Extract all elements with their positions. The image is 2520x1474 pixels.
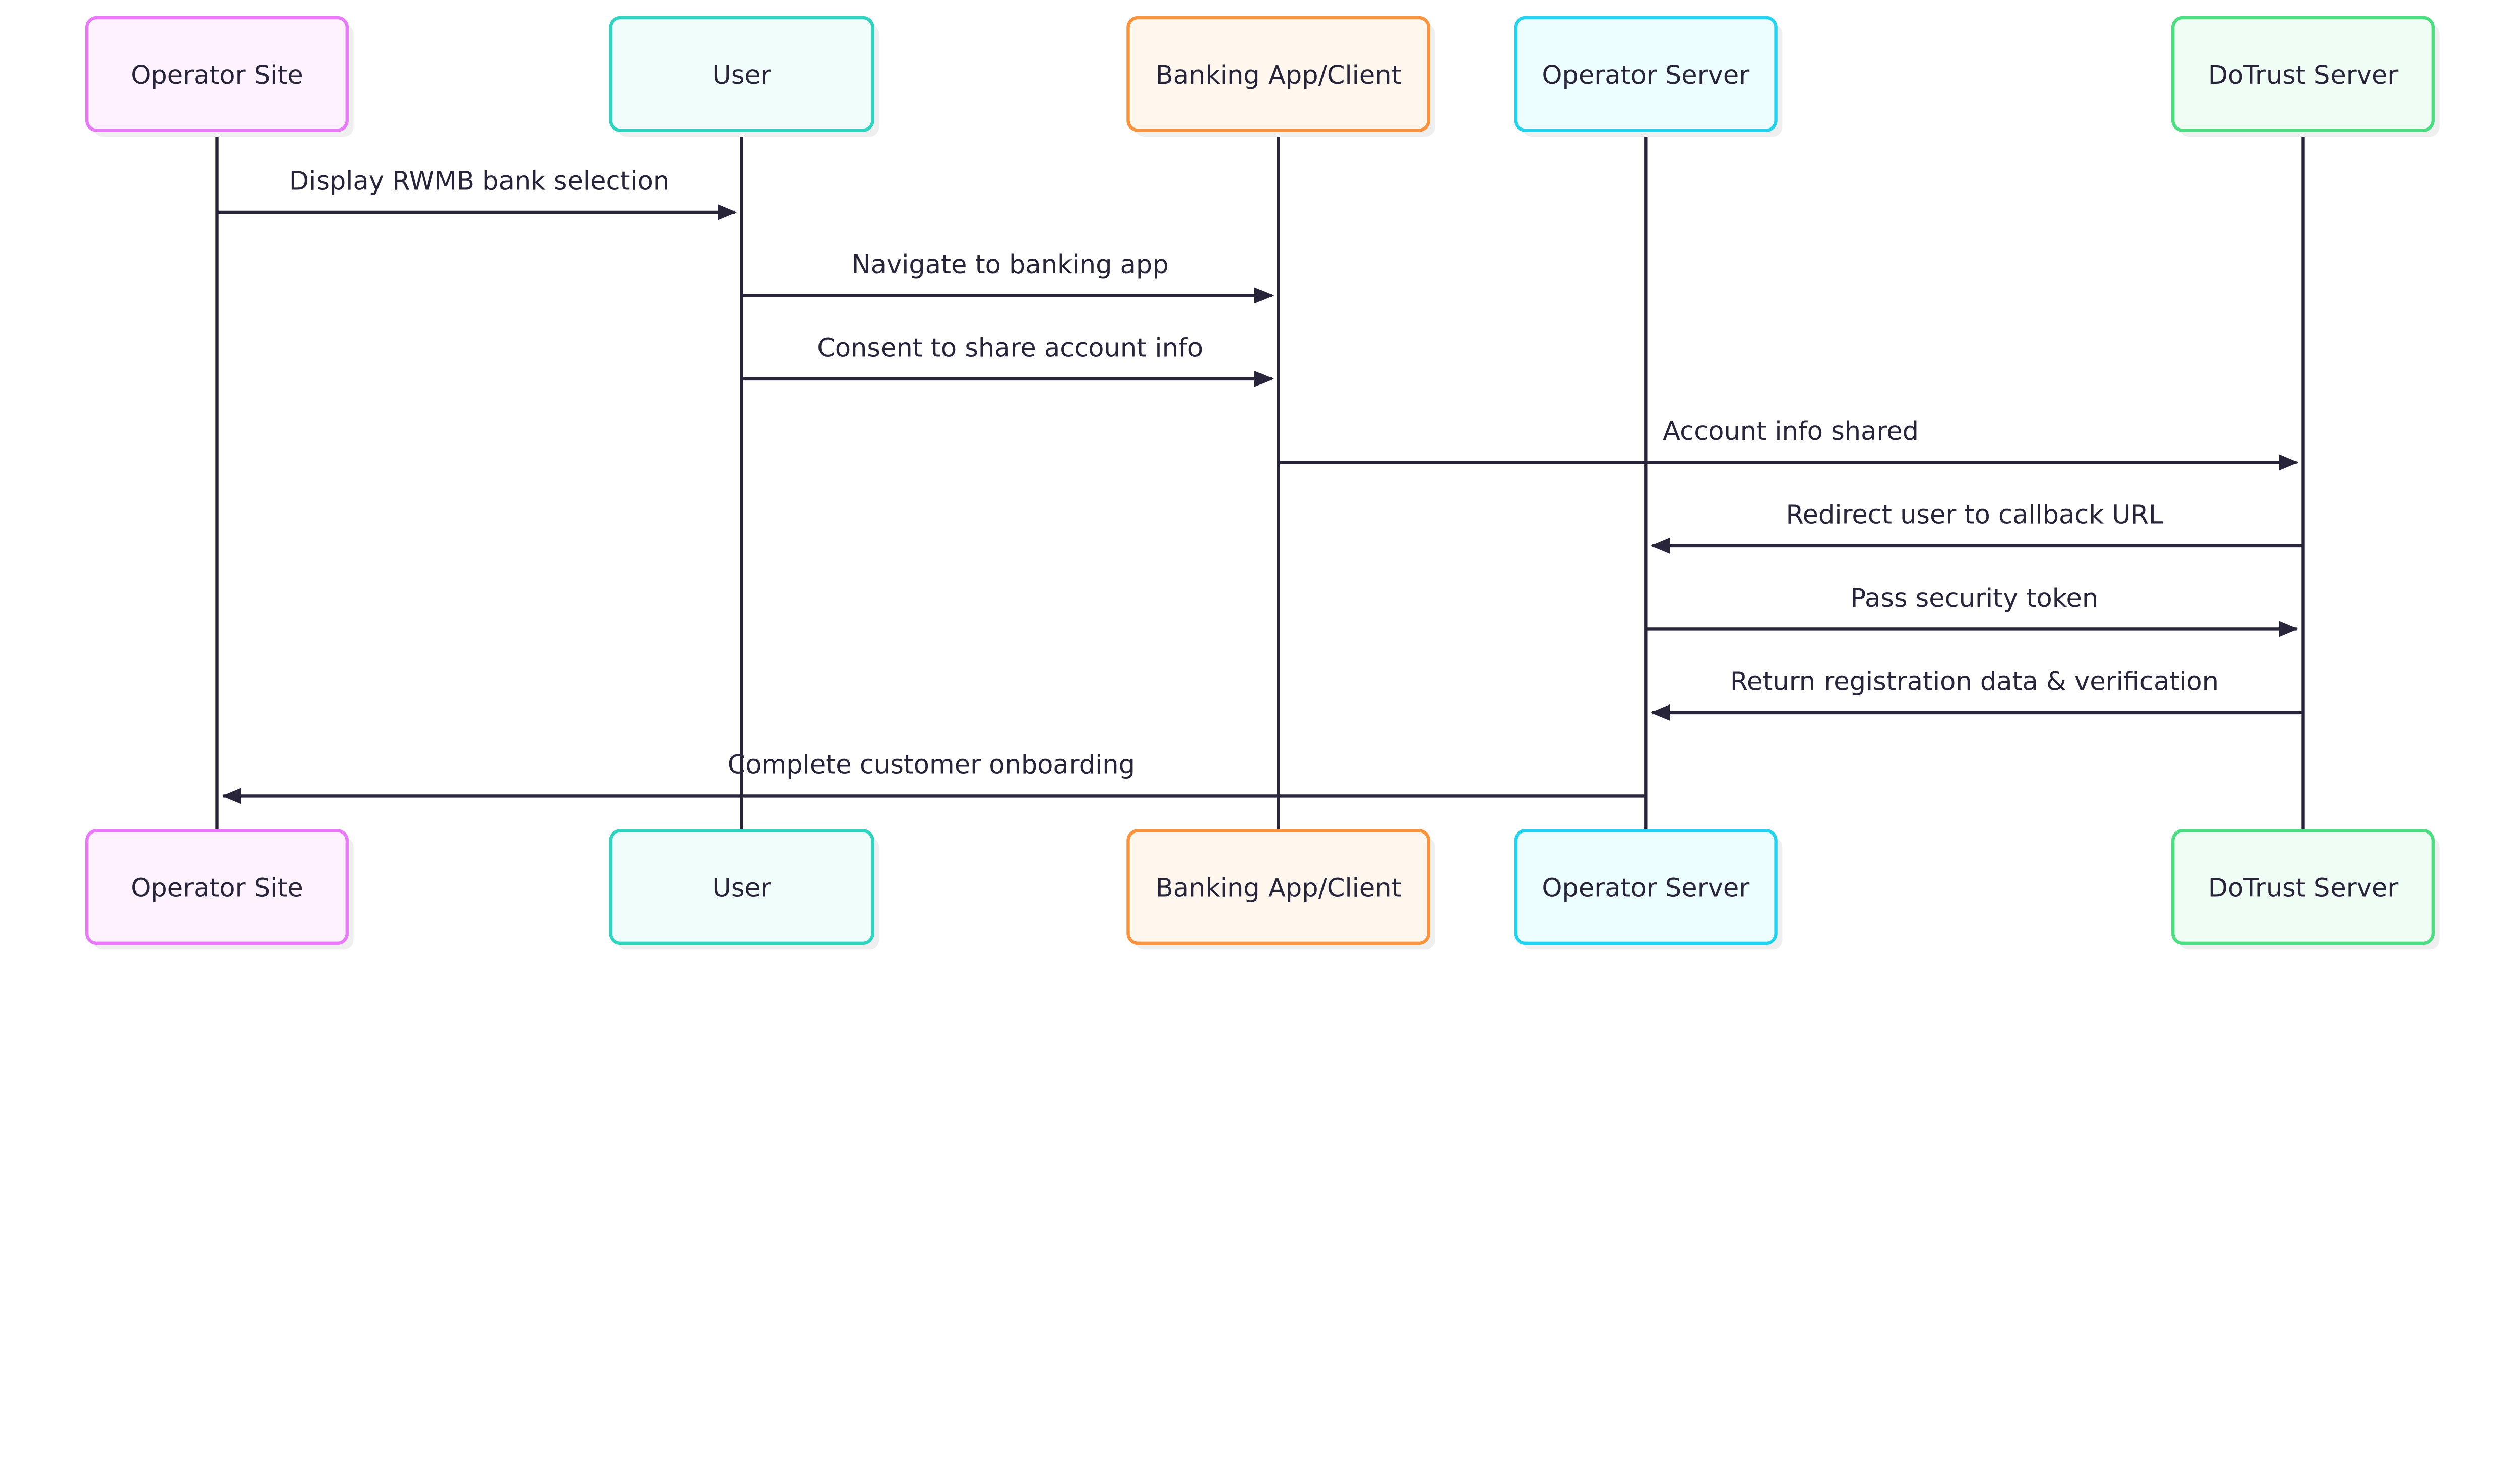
participant-label: User	[712, 60, 771, 90]
participant-box-top	[2171, 16, 2435, 132]
participant-label: DoTrust Server	[2208, 873, 2399, 903]
message-label: Redirect user to callback URL	[1786, 500, 2163, 530]
participant-label: Operator Site	[131, 873, 303, 903]
participant-label: User	[712, 873, 771, 903]
participant-box-bottom	[2171, 829, 2435, 945]
message-label: Return registration data & verification	[1730, 667, 2219, 696]
participant-label: Operator Server	[1542, 873, 1749, 903]
participant-box-top	[1126, 16, 1431, 132]
message-label: Display RWMB bank selection	[289, 166, 669, 196]
participant-box-top	[85, 16, 349, 132]
message-label: Account info shared	[1663, 417, 1919, 446]
participant-label: Banking App/Client	[1156, 60, 1402, 90]
participant-box-bottom	[85, 829, 349, 945]
participant-label: DoTrust Server	[2208, 60, 2399, 90]
participant-box-bottom	[1126, 829, 1431, 945]
participant-label: Operator Site	[131, 60, 303, 90]
participant-box-bottom	[609, 829, 874, 945]
participant-box-top	[1514, 16, 1778, 132]
message-label: Consent to share account info	[817, 333, 1203, 363]
message-label: Pass security token	[1851, 584, 2099, 613]
participant-box-bottom	[1514, 829, 1778, 945]
message-label: Navigate to banking app	[852, 250, 1169, 280]
message-label: Complete customer onboarding	[728, 750, 1135, 780]
participant-label: Banking App/Client	[1156, 873, 1402, 903]
participant-label: Operator Server	[1542, 60, 1749, 90]
participant-box-top	[609, 16, 874, 132]
